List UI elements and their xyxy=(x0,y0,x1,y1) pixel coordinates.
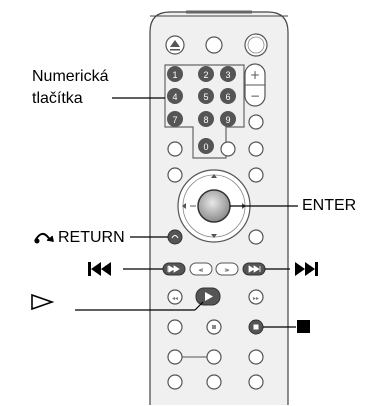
prev-button[interactable] xyxy=(162,262,186,276)
digit-button-5[interactable]: 5 xyxy=(198,88,214,104)
next-icon xyxy=(248,265,261,273)
button-bottom-1-1[interactable] xyxy=(167,349,183,365)
slow-reverse-button[interactable]: ◂ı xyxy=(189,262,213,276)
digit-label: 2 xyxy=(203,70,208,80)
slow-reverse-icon: ◂ı xyxy=(198,266,204,274)
button-bottom-2-3[interactable] xyxy=(248,374,264,390)
digit-button-7[interactable]: 7 xyxy=(167,111,183,127)
digit-label: 0 xyxy=(203,142,208,152)
button-row4-4[interactable] xyxy=(248,141,264,157)
button-right-dpad[interactable] xyxy=(248,229,264,245)
play-button[interactable] xyxy=(195,287,221,306)
arrow-down-icon xyxy=(211,234,217,238)
digit-label: 6 xyxy=(225,92,230,102)
button-bottom-2-1[interactable] xyxy=(167,374,183,390)
return-icon xyxy=(171,235,179,239)
volume-minus-icon: − xyxy=(250,89,260,103)
digit-label: 5 xyxy=(203,92,208,102)
digit-button-6[interactable]: 6 xyxy=(220,88,236,104)
rewind-icon: ◂◂ xyxy=(172,295,178,302)
volume-plus-icon: + xyxy=(250,68,260,82)
digit-label: 9 xyxy=(225,115,230,125)
digit-label: 3 xyxy=(225,70,230,80)
button-row5-4[interactable] xyxy=(248,167,264,183)
play-callout-icon xyxy=(31,293,55,311)
return-label: RETURN xyxy=(58,229,125,246)
play-icon xyxy=(205,292,213,301)
pause-button[interactable] xyxy=(206,319,222,335)
digit-label: 8 xyxy=(203,115,208,125)
button-row4-3[interactable] xyxy=(220,141,236,157)
button-bottom-1-3[interactable] xyxy=(248,349,264,365)
button-left-row4[interactable] xyxy=(167,141,183,157)
button-row5-1[interactable] xyxy=(167,167,183,183)
pause-icon xyxy=(212,325,216,329)
fast-forward-button[interactable]: ▸▸ xyxy=(248,289,264,305)
enter-label: ENTER xyxy=(302,197,357,214)
prev-callout-icon xyxy=(88,262,111,276)
arrow-up-icon xyxy=(211,174,217,178)
numeric-keypad-frame xyxy=(164,64,245,159)
digit-button-3[interactable]: 3 xyxy=(220,66,236,82)
power-button[interactable] xyxy=(244,33,268,57)
digit-button-2[interactable]: 2 xyxy=(198,66,214,82)
button-right-row3[interactable] xyxy=(248,114,264,130)
slow-forward-icon: ı▸ xyxy=(224,266,230,274)
eject-button[interactable] xyxy=(165,35,185,55)
stop-icon xyxy=(253,324,259,330)
digit-button-4[interactable]: 4 xyxy=(167,88,183,104)
button-top-middle[interactable] xyxy=(205,36,223,54)
eject-icon xyxy=(170,40,180,51)
digit-label: 7 xyxy=(172,115,177,125)
arrow-left-icon xyxy=(182,203,186,209)
rewind-button[interactable]: ◂◂ xyxy=(167,289,183,305)
button-bottom-1-2[interactable] xyxy=(206,349,222,365)
numeric-buttons-label-line1: Numerická xyxy=(32,68,109,85)
slow-forward-button[interactable]: ı▸ xyxy=(215,262,239,276)
volume-rocker[interactable]: + − xyxy=(244,63,266,107)
digit-button-1[interactable]: 1 xyxy=(167,66,183,82)
enter-button[interactable] xyxy=(197,189,231,223)
stop-button[interactable] xyxy=(248,319,264,335)
next-callout-icon xyxy=(295,262,318,276)
numeric-buttons-label-line2: tlačítka xyxy=(32,90,83,107)
leader-play-tick xyxy=(194,301,204,311)
digit-label: 1 xyxy=(172,70,177,80)
digit-button-9[interactable]: 9 xyxy=(220,111,236,127)
digit-button-8[interactable]: 8 xyxy=(198,111,214,127)
prev-icon xyxy=(167,265,180,273)
next-button[interactable] xyxy=(242,262,266,276)
button-row-stop-1[interactable] xyxy=(167,319,183,335)
fast-forward-icon: ▸▸ xyxy=(253,295,259,302)
button-bottom-2-2[interactable] xyxy=(206,374,222,390)
return-button[interactable] xyxy=(167,229,183,245)
digit-label: 4 xyxy=(172,92,177,102)
digit-button-0[interactable]: 0 xyxy=(198,138,214,154)
stop-callout-icon xyxy=(297,320,310,333)
